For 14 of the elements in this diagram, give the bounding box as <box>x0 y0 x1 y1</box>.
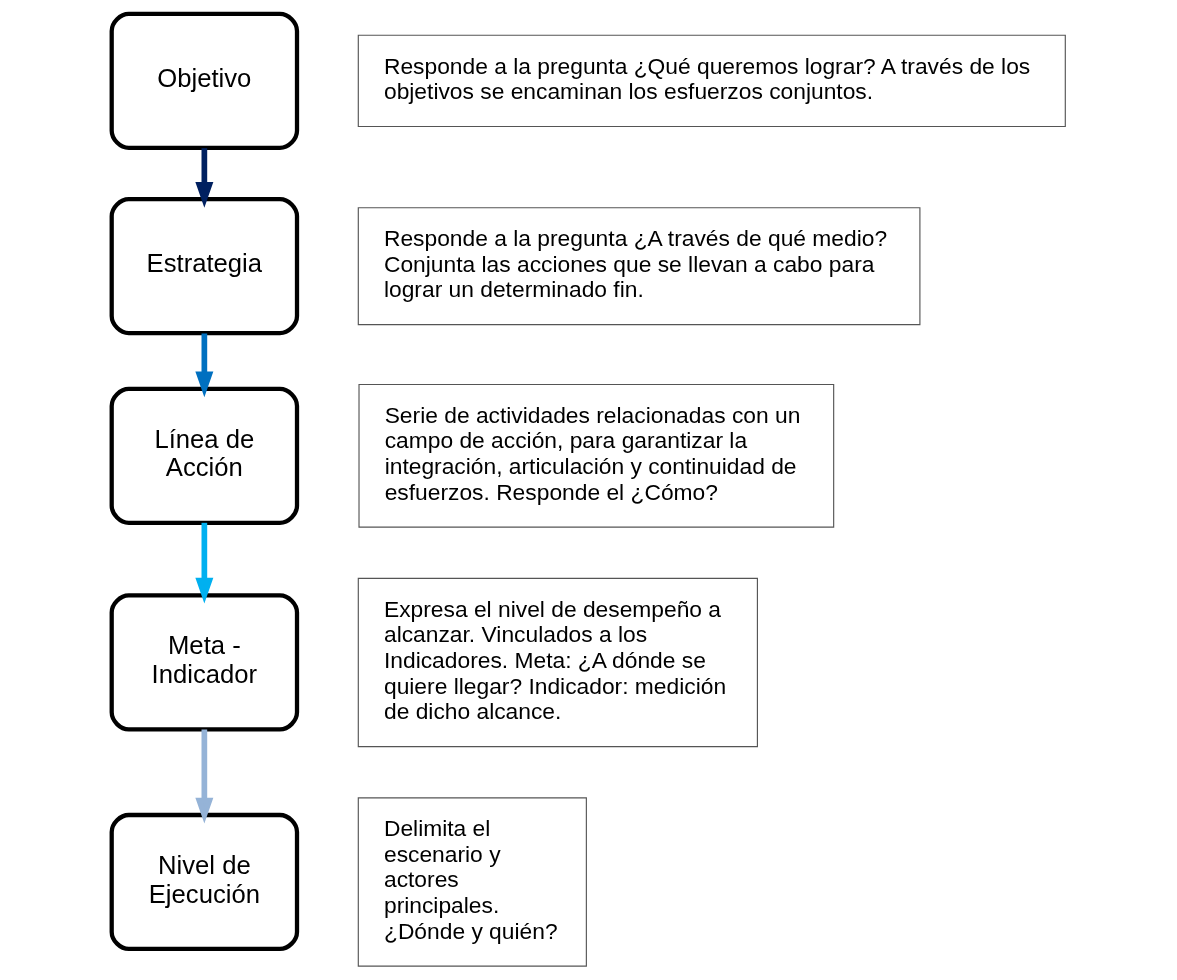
node-box: Nivel de Ejecución <box>109 812 300 952</box>
node-box: Meta - Indicador <box>109 593 300 732</box>
arrow <box>195 148 214 208</box>
node-box: Expresa el nivel de desempeño a alcanzar. Vinculados a los Indicadores. Meta: ¿A dónde se quiere llegar? Indicador: medición de dicho alcance. <box>357 577 758 748</box>
arrow <box>195 522 214 604</box>
node-box: Serie de actividades relacionadas con un campo de acción, para garantizar la integración, articulación y continuidad de esfuerzos. Responde el ¿Cómo? <box>358 383 835 528</box>
node-box: Línea de Acción <box>109 386 300 525</box>
node-box: Responde a la pregunta ¿A través de qué medio? Conjunta las acciones que se llevan a cabo para lograr un determinado fin. <box>357 207 921 326</box>
arrow <box>195 333 214 398</box>
node-box: Objetivo <box>109 11 300 151</box>
node-box: Estrategia <box>109 197 300 336</box>
node-box: Responde a la pregunta ¿Qué queremos lograr? A través de los objetivos se encaminan los esfuerzos conjuntos. <box>357 34 1066 128</box>
arrow <box>195 729 214 824</box>
node-box: Delimita el escenario y actores principales. ¿Dónde y quién? <box>357 797 587 967</box>
